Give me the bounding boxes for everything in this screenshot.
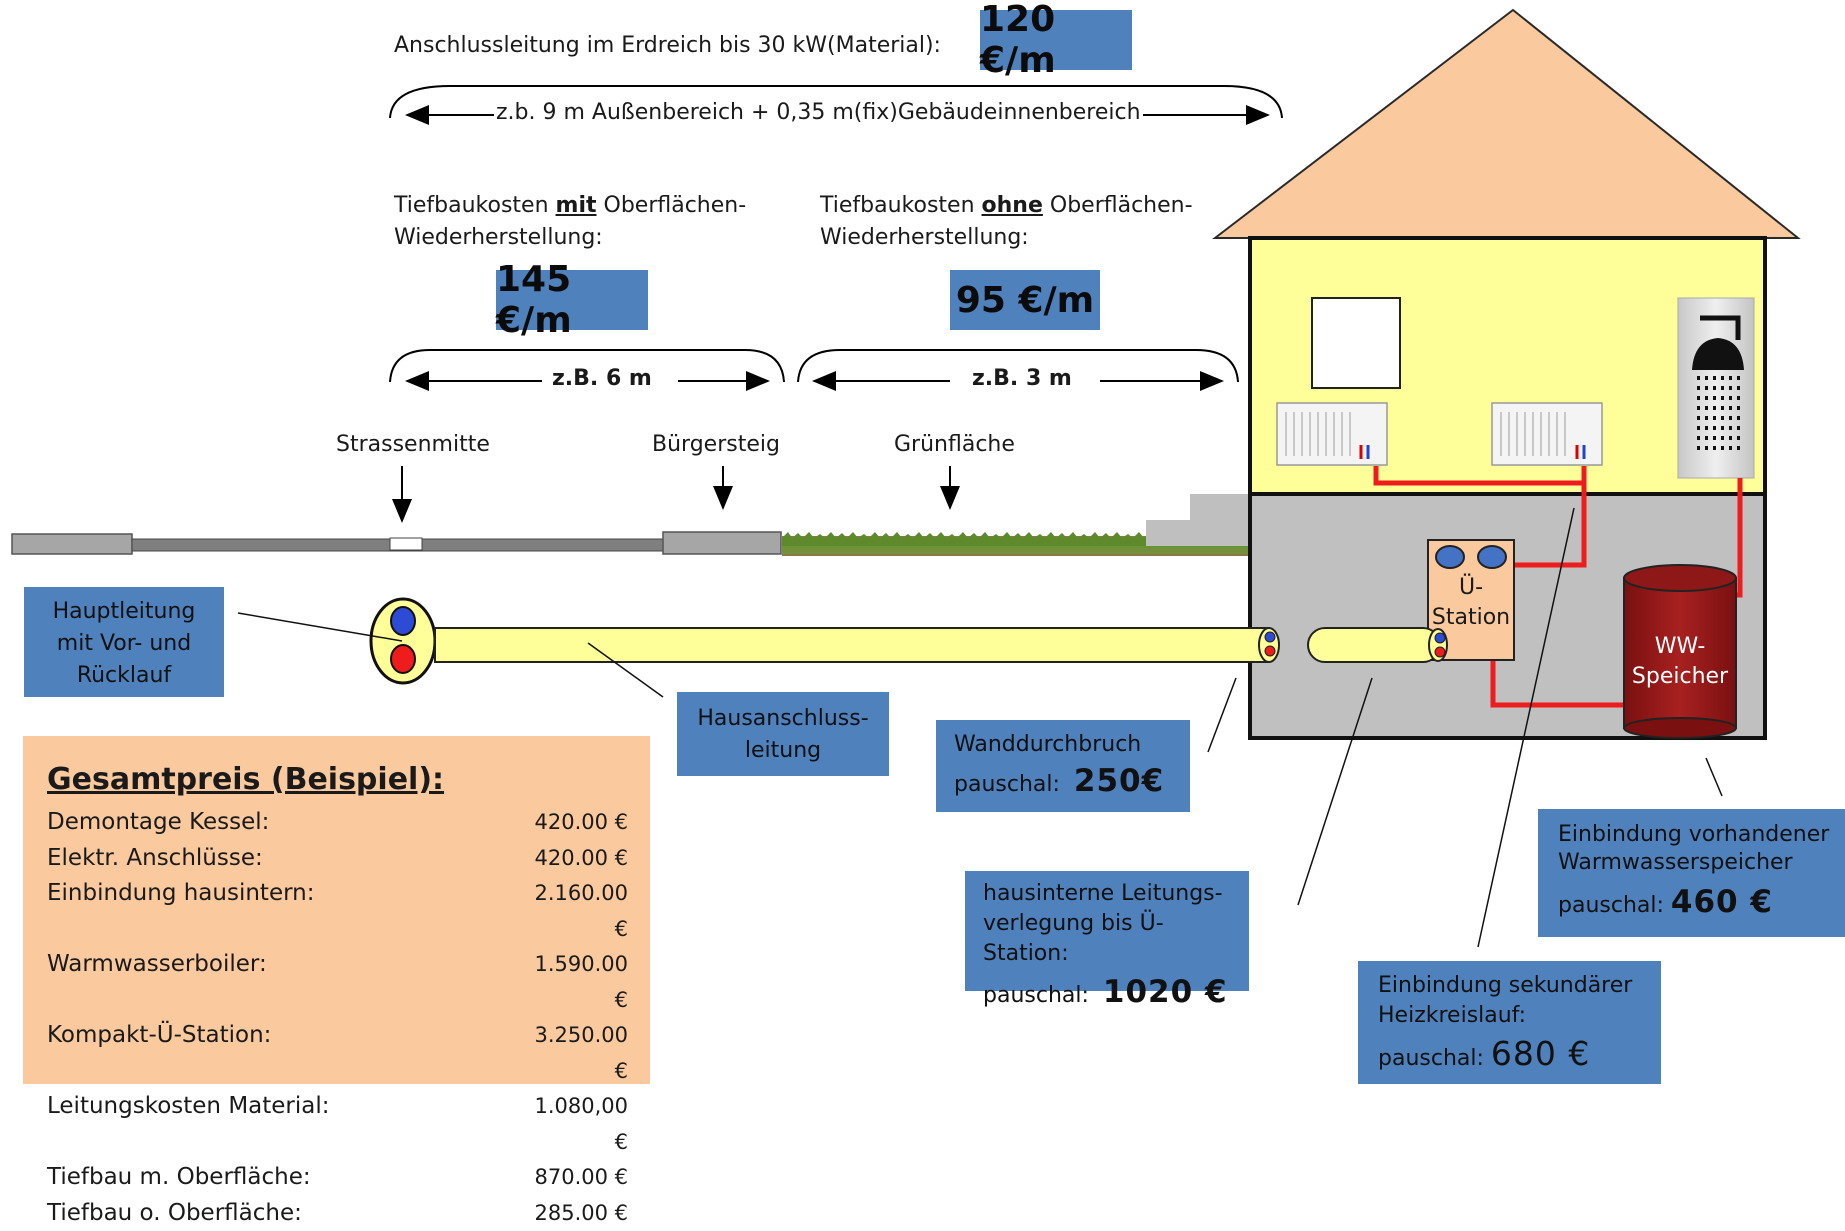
summary-row: Kompakt-Ü-Station:3.250.00 € — [47, 1018, 628, 1089]
label-sidewalk: Bürgersteig — [652, 432, 780, 457]
tiefbau-without-label: Tiefbaukosten ohne Oberflächen- Wiederhe… — [820, 190, 1193, 254]
station-label: Ü-Station — [1428, 573, 1514, 633]
material-label: Anschlussleitung im Erdreich bis 30 kW(M… — [394, 33, 941, 58]
radiator-right — [1492, 403, 1602, 465]
tiefbau-without-emph: ohne — [982, 193, 1043, 218]
summary-row: Leitungskosten Material:1.080,00 € — [47, 1089, 628, 1160]
house-steps — [1146, 494, 1250, 546]
house-connection-pipe — [435, 628, 1279, 662]
price-summary: Gesamtpreis (Beispiel): Demontage Kessel… — [23, 736, 650, 1084]
callout-internal-piping: hausinterne Leitungs- verlegung bis Ü-St… — [965, 871, 1249, 991]
tiefbau-without-price: 95 €/m — [950, 270, 1100, 330]
tiefbau-with-emph: mit — [556, 193, 597, 218]
house-roof — [1215, 10, 1798, 238]
summary-row: Tiefbau m. Oberfläche:870.00 € — [47, 1160, 628, 1196]
summary-row: Tiefbau o. Oberfläche:285.00 € — [47, 1196, 628, 1231]
summary-row: Warmwasserboiler:1.590.00 € — [47, 947, 628, 1018]
house-window — [1312, 298, 1400, 388]
tiefbau-with-price: 145 €/m — [496, 270, 648, 330]
summary-row: Einbindung hausintern:2.160.00 € — [47, 876, 628, 947]
callout-house-connection: Hausanschluss-leitung — [677, 692, 889, 776]
tank-label: WW-Speicher — [1624, 632, 1736, 692]
callout-storage-integration: Einbindung vorhandener Warmwasserspeiche… — [1538, 809, 1845, 937]
shower-icon — [1678, 298, 1754, 478]
label-street-middle: Strassenmitte — [336, 432, 490, 457]
internal-pipe — [1308, 628, 1447, 662]
callout-wall-opening: Wanddurchbruch pauschal: 250€ — [936, 720, 1190, 812]
callout-secondary-circuit: Einbindung sekundärer Heizkreislauf: pau… — [1358, 961, 1661, 1084]
summary-row: Demontage Kessel:420.00 € — [47, 805, 628, 841]
tiefbau-with-length: z.B. 6 m — [552, 366, 652, 391]
span-label: z.b. 9 m Außenbereich + 0,35 m(fix)Gebäu… — [494, 100, 1143, 125]
street-surface — [12, 532, 781, 554]
tiefbau-with-label: Tiefbaukosten mit Oberflächen- Wiederher… — [394, 190, 746, 254]
material-price: 120 €/m — [980, 10, 1132, 70]
main-pipe — [371, 599, 435, 683]
summary-title: Gesamtpreis (Beispiel): — [47, 762, 628, 797]
radiator-left — [1277, 403, 1387, 465]
summary-row: Elektr. Anschlüsse:420.00 € — [47, 841, 628, 877]
label-green-area: Grünfläche — [894, 432, 1015, 457]
tiefbau-without-length: z.B. 3 m — [972, 366, 1072, 391]
